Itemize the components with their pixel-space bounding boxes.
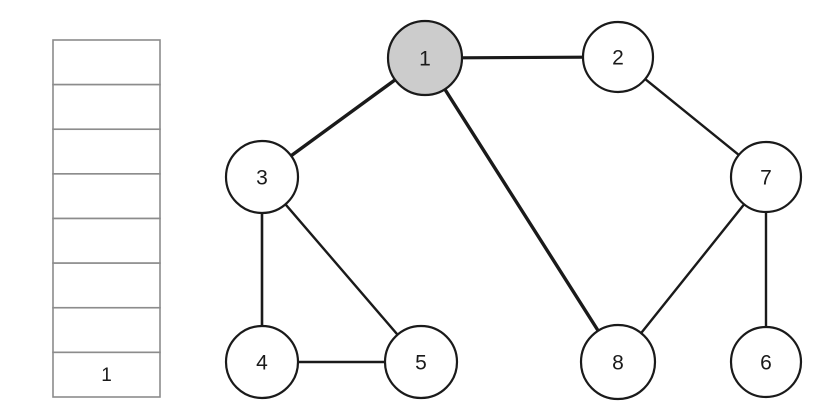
stack-cell[interactable] <box>52 173 161 220</box>
graph-node-label-7: 7 <box>760 167 772 190</box>
graph-edges <box>260 55 768 364</box>
graph-edge-3-5 <box>283 202 400 337</box>
stack-cell[interactable] <box>52 351 161 398</box>
graph-nodes: 1 2 3 7 4 5 8 6 <box>224 19 803 401</box>
graph-node-6[interactable] <box>729 325 803 399</box>
graph-edge-2-7 <box>643 77 741 157</box>
stack-cell[interactable] <box>52 262 161 309</box>
graph-node-label-5: 5 <box>415 352 427 375</box>
graph-node-label-1: 1 <box>419 48 431 71</box>
graph-node-3[interactable] <box>224 139 300 215</box>
graph-edge-1-3 <box>288 77 398 159</box>
graph-node-label-6: 6 <box>760 352 772 375</box>
stack-cell[interactable] <box>52 306 161 354</box>
stack-cell[interactable] <box>52 217 161 264</box>
graph-node-8[interactable] <box>579 323 657 401</box>
graph-node-label-2: 2 <box>612 47 624 70</box>
graph-node-2[interactable] <box>581 20 655 94</box>
stack-cell[interactable] <box>52 83 161 131</box>
graph-node-label-3: 3 <box>256 167 268 190</box>
stack-cell-label: 1 <box>101 365 112 386</box>
graph-node-label-8: 8 <box>612 352 624 375</box>
graph-edge-1-8 <box>442 86 601 334</box>
stack-cell[interactable] <box>52 128 161 175</box>
stack-container: 1 <box>52 39 161 398</box>
graph-node-1[interactable] <box>386 19 464 97</box>
graph-node-5[interactable] <box>383 324 459 400</box>
stack-cell[interactable] <box>52 39 161 86</box>
graph-edge-1-2 <box>459 55 586 60</box>
graph-node-label-4: 4 <box>256 352 268 375</box>
graph-node-7[interactable] <box>729 140 803 214</box>
graph-edge-7-8 <box>639 202 746 336</box>
graph-node-4[interactable] <box>224 324 300 400</box>
